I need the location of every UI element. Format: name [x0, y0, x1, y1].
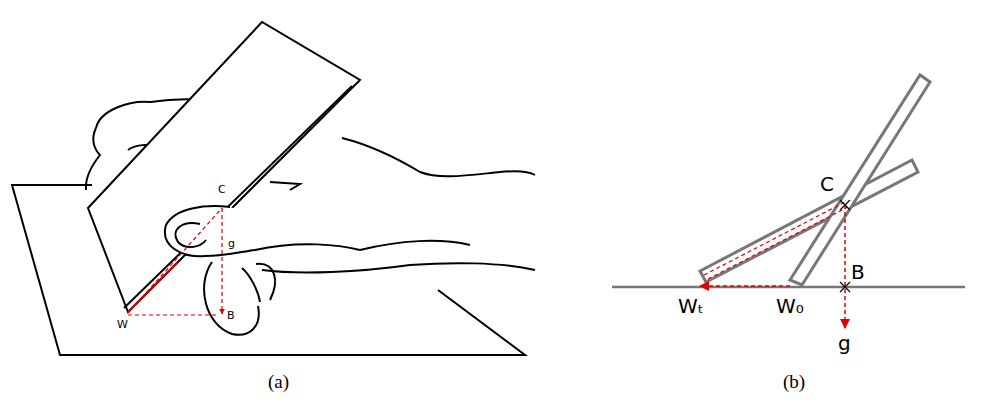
point-mark: [840, 200, 850, 210]
point-label: C: [820, 174, 834, 194]
finger: [204, 262, 259, 335]
construction-line: [128, 314, 218, 315]
thumb: [165, 206, 360, 256]
hand-outline: [270, 182, 300, 190]
device: [88, 22, 360, 312]
displacement-arrow: [700, 285, 790, 287]
point-label: W: [117, 319, 128, 330]
hand-outline: [360, 241, 470, 250]
construction-line: [704, 202, 845, 275]
vector-label: g: [228, 238, 235, 249]
rod: [790, 75, 930, 285]
finger: [242, 268, 260, 302]
point-label: C: [218, 184, 226, 195]
ground-line: [612, 286, 965, 289]
hand-outline: [342, 138, 535, 176]
gravity-arrow: [844, 205, 846, 328]
gravity-arrow: [221, 208, 222, 314]
point-label: B: [851, 262, 865, 282]
hand-outline: [262, 263, 535, 272]
point-mark: [840, 282, 850, 292]
finger: [256, 264, 275, 300]
point-label: Wₜ: [678, 296, 704, 316]
panel-label: (b): [783, 372, 805, 391]
device-edge: [124, 86, 352, 308]
contact-edge: [128, 262, 178, 312]
panel-label: (a): [268, 372, 289, 391]
point-label: B: [227, 310, 235, 321]
point-label: W₀: [776, 296, 804, 316]
construction-line: [128, 208, 222, 313]
construction-line: [708, 207, 848, 279]
hand-outline: [86, 128, 100, 190]
vector-label: g: [838, 333, 851, 353]
